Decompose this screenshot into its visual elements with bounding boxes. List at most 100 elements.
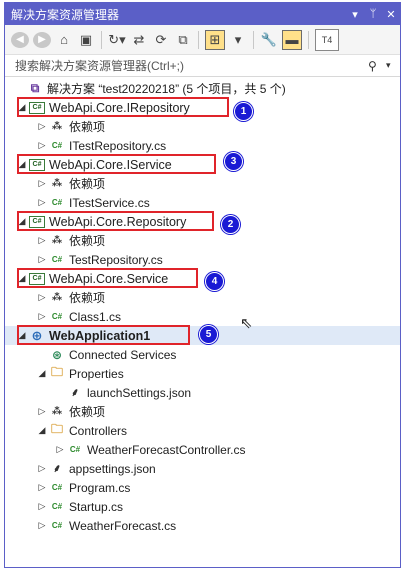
file-node[interactable]: ▷ C# Class1.cs (5, 307, 400, 326)
search-input[interactable]: 搜索解决方案资源管理器(Ctrl+;) (15, 59, 184, 73)
dependencies-icon: ⁂ (51, 121, 63, 132)
properties-label: Properties (69, 366, 124, 381)
solution-node[interactable]: ⧉ 解决方案 “test20220218” (5 个项目，共 5 个) (5, 79, 400, 98)
mouse-cursor-icon: ⇖ (240, 315, 253, 332)
back-icon[interactable]: ◀ (11, 31, 29, 48)
dependencies-node[interactable]: ▷ ⁂ 依赖项 (5, 174, 400, 193)
number-badge: 5 (199, 325, 218, 344)
solution-icon: ⧉ (30, 81, 40, 95)
file-node[interactable]: ▷ C# WeatherForecastController.cs (5, 440, 400, 459)
file-node[interactable]: ⸙ launchSettings.json (5, 383, 400, 402)
file-node[interactable]: ▷ C# Program.cs (5, 478, 400, 497)
dropdown-icon[interactable]: ▾ (234, 31, 242, 47)
expanded-icon[interactable]: ◢ (18, 159, 26, 169)
search-icon[interactable]: ⚲ (368, 58, 377, 73)
project-label: WebApi.Core.IRepository (49, 100, 190, 115)
csharp-file-icon: C# (51, 502, 63, 511)
close-icon[interactable]: ✕ (386, 8, 396, 21)
collapsed-icon[interactable]: ▷ (56, 444, 64, 454)
file-node[interactable]: ▷ C# WeatherForecast.cs (5, 516, 400, 535)
highlight-box (17, 325, 190, 345)
sync-icon[interactable]: ⇄ (133, 31, 145, 47)
dependencies-node[interactable]: ▷ ⁂ 依赖项 (5, 402, 400, 421)
home-icon[interactable]: ⌂ (60, 32, 68, 47)
dependencies-node[interactable]: ▷ ⁂ 依赖项 (5, 117, 400, 136)
solution-tree: ⧉ 解决方案 “test20220218” (5 个项目，共 5 个) ◢ C#… (5, 79, 400, 549)
csharp-file-icon: C# (51, 198, 63, 207)
expanded-icon[interactable]: ◢ (18, 330, 26, 340)
file-label: Class1.cs (69, 309, 122, 324)
collapsed-icon[interactable]: ▷ (38, 520, 46, 530)
switch-views-icon[interactable]: ▣ (79, 31, 93, 47)
collapsed-icon[interactable]: ▷ (38, 463, 46, 473)
expanded-icon[interactable]: ◢ (38, 425, 46, 435)
dependencies-icon: ⁂ (51, 235, 63, 246)
preview-icon[interactable]: ▬ (282, 29, 302, 50)
solution-label: 解决方案 “test20220218” (5 个项目，共 5 个) (47, 82, 286, 96)
refresh-icon[interactable]: ⟳ (155, 31, 167, 47)
expanded-icon[interactable]: ◢ (18, 216, 26, 226)
collapsed-icon[interactable]: ▷ (38, 197, 46, 207)
highlight-box (17, 211, 214, 231)
window-title: 解决方案资源管理器 (11, 7, 120, 22)
file-node[interactable]: ▷ C# ITestRepository.cs (5, 136, 400, 155)
pending-changes-icon[interactable]: ↻▾ (108, 31, 126, 47)
forward-icon[interactable]: ▶ (33, 31, 51, 48)
collapsed-icon[interactable]: ▷ (38, 406, 46, 416)
collapsed-icon[interactable]: ▷ (38, 235, 46, 245)
dependencies-icon: ⁂ (51, 178, 63, 189)
dependencies-label: 依赖项 (69, 120, 106, 134)
chevron-down-icon[interactable]: ▾ (386, 60, 391, 70)
file-label: Program.cs (69, 480, 131, 495)
search-bar[interactable]: 搜索解决方案资源管理器(Ctrl+;) ⚲ ▾ (5, 55, 400, 77)
project-node-repository[interactable]: ◢ C# WebApi.Core.Repository (5, 212, 400, 231)
csharp-file-icon: C# (51, 255, 63, 264)
dependencies-node[interactable]: ▷ ⁂ 依赖项 (5, 288, 400, 307)
dependencies-node[interactable]: ▷ ⁂ 依赖项 (5, 231, 400, 250)
project-label: WebApi.Core.Repository (49, 214, 187, 229)
controllers-node[interactable]: ◢ 🗀 Controllers (5, 421, 400, 440)
file-node[interactable]: ▷ C# TestRepository.cs (5, 250, 400, 269)
expanded-icon[interactable]: ◢ (18, 273, 26, 283)
collapsed-icon[interactable]: ▷ (38, 140, 46, 150)
file-label: launchSettings.json (87, 385, 192, 400)
collapsed-icon[interactable]: ▷ (38, 254, 46, 264)
file-node[interactable]: ▷ ⸙ appsettings.json (5, 459, 400, 478)
dependencies-label: 依赖项 (69, 405, 106, 419)
connected-services-icon: ⊛ (51, 347, 63, 362)
file-node[interactable]: ▷ C# Startup.cs (5, 497, 400, 516)
collapsed-icon[interactable]: ▷ (38, 121, 46, 131)
csharp-file-icon: C# (69, 445, 81, 454)
web-project-icon: ⊕ (31, 327, 43, 343)
dependencies-label: 依赖项 (69, 291, 106, 305)
properties-node[interactable]: ◢ 🗀 Properties (5, 364, 400, 383)
json-file-icon: ⸙ (52, 463, 62, 475)
project-node-iservice[interactable]: ◢ C# WebApi.Core.IService (5, 155, 400, 174)
number-badge: 2 (221, 215, 240, 234)
collapsed-icon[interactable]: ▷ (38, 482, 46, 492)
dependencies-label: 依赖项 (69, 177, 106, 191)
csharp-project-icon: C# (29, 158, 45, 171)
dropdown-icon[interactable]: ▾ (352, 8, 358, 21)
file-node[interactable]: ▷ C# ITestService.cs (5, 193, 400, 212)
solution-explorer-window: 解决方案资源管理器 ▾ ᛘ ✕ ◀ ▶ ⌂ ▣ ↻▾ ⇄ ⟳ ⧉ ⊞ ▾ 🔧 ▬… (4, 2, 401, 568)
expanded-icon[interactable]: ◢ (38, 368, 46, 378)
t4-button[interactable]: T4 (315, 28, 339, 51)
file-label: ITestRepository.cs (69, 138, 167, 153)
connected-services-node[interactable]: ⊛ Connected Services (5, 345, 400, 364)
show-all-files-icon[interactable]: ⊞ (205, 29, 225, 50)
expanded-icon[interactable]: ◢ (18, 102, 26, 112)
pin-icon[interactable]: ᛘ (369, 8, 377, 20)
file-label: WeatherForecast.cs (69, 518, 177, 533)
connected-services-label: Connected Services (69, 347, 177, 362)
collapsed-icon[interactable]: ▷ (38, 311, 46, 321)
properties-icon[interactable]: 🔧 (260, 31, 278, 47)
file-label: ITestService.cs (69, 195, 150, 210)
collapsed-icon[interactable]: ▷ (38, 178, 46, 188)
project-node-service[interactable]: ◢ C# WebApi.Core.Service (5, 269, 400, 288)
collapsed-icon[interactable]: ▷ (38, 501, 46, 511)
collapse-all-icon[interactable]: ⧉ (178, 31, 188, 47)
collapsed-icon[interactable]: ▷ (38, 292, 46, 302)
dependencies-icon: ⁂ (51, 292, 63, 303)
project-node-irepository[interactable]: ◢ C# WebApi.Core.IRepository (5, 98, 400, 117)
